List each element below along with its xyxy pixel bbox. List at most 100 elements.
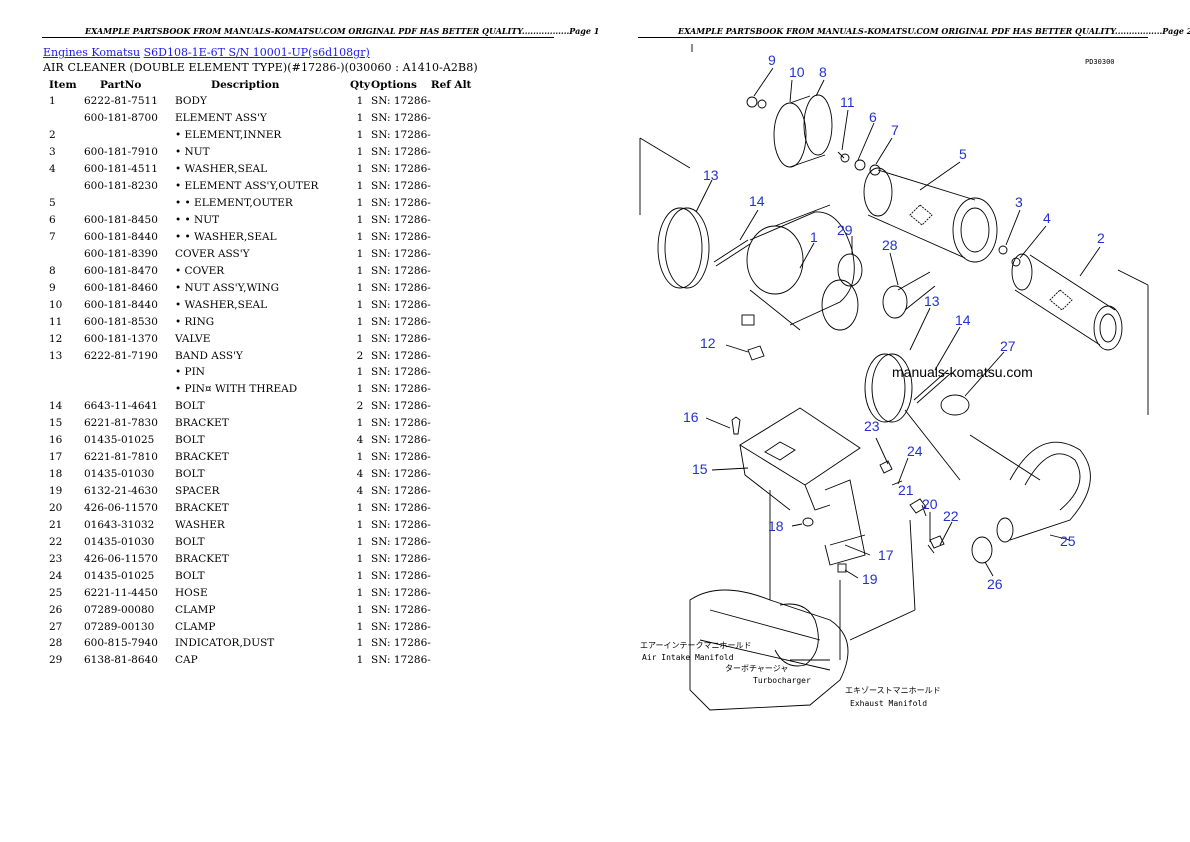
cell-description: COVER ASS'Y: [175, 247, 250, 260]
cell-qty: 1: [356, 654, 364, 667]
breadcrumb: Engines Komatsu S6D108-1E-6T S/N 10001-U…: [43, 46, 370, 59]
cell-options: SN: 17286-: [371, 332, 431, 345]
cell-item: 28: [49, 637, 63, 650]
cell-description: BOLT: [175, 535, 205, 548]
cell-description: BOLT: [175, 400, 205, 413]
cell-qty: 1: [356, 518, 364, 531]
cell-qty: 1: [356, 315, 364, 328]
cell-refalt: [431, 584, 472, 601]
cell-options: SN: 17286-: [371, 214, 431, 227]
cell-qty: 1: [356, 586, 364, 599]
callout-13b: 13: [924, 293, 940, 309]
cell-options: SN: 17286-: [371, 603, 431, 616]
cell-partno: [84, 195, 175, 212]
cell-description: • PIN: [175, 366, 205, 379]
callout-24: 24: [907, 443, 923, 459]
cell-description: • NUT: [175, 146, 210, 159]
cell-options: SN: 17286-: [371, 434, 431, 447]
cell-description: ELEMENT ASS'Y: [175, 112, 267, 125]
cell-partno: 07289-00080: [84, 603, 155, 616]
cell-item: 25: [49, 586, 63, 599]
cell-refalt: [431, 347, 472, 364]
cell-partno: 6222-81-7511: [84, 95, 158, 108]
cell-refalt: [431, 110, 472, 127]
table-header-row: Item PartNo Description Qty Options Ref …: [43, 77, 471, 93]
cell-options: SN: 17286-: [371, 95, 431, 108]
cell-partno: [84, 381, 175, 398]
cell-qty: 2: [356, 349, 364, 362]
cell-refalt: [431, 178, 472, 195]
callout-17: 17: [878, 547, 894, 563]
cell-options: SN: 17286-: [371, 569, 431, 582]
cell-options: SN: 17286-: [371, 197, 431, 210]
cell-qty: 1: [356, 332, 364, 345]
callout-26: 26: [987, 576, 1003, 592]
cell-refalt: [431, 550, 472, 567]
cell-partno: 01435-01030: [84, 535, 155, 548]
cell-item: 16: [49, 434, 63, 447]
cell-item: 2: [49, 129, 56, 142]
cell-refalt: [431, 161, 472, 178]
breadcrumb-link-engines[interactable]: Engines Komatsu: [43, 46, 141, 59]
cell-item: 6: [49, 214, 56, 227]
cell-options: SN: 17286-: [371, 298, 431, 311]
callout-15: 15: [692, 461, 708, 477]
cell-options: SN: 17286-: [371, 366, 431, 379]
cell-options: SN: 17286-: [371, 535, 431, 548]
cell-qty: 4: [356, 468, 364, 481]
cell-partno: 600-181-8450: [84, 214, 158, 227]
label-turbo-jp: ターボチャージャ: [725, 664, 788, 673]
callout-5: 5: [959, 146, 967, 162]
cell-partno: 600-181-1370: [84, 332, 158, 345]
cell-description: • PIN¤ WITH THREAD: [175, 383, 298, 396]
cell-refalt: [431, 381, 472, 398]
cell-description: VALVE: [175, 332, 211, 345]
cell-item: 26: [49, 603, 63, 616]
cell-item: 15: [49, 417, 63, 430]
cell-description: HOSE: [175, 586, 208, 599]
callout-8: 8: [819, 64, 827, 80]
diagram-callouts: 9 10 8 11 6 7 5 13 14 3 4 1 29 28 2 13 1…: [683, 52, 1105, 592]
callout-25: 25: [1060, 533, 1076, 549]
cell-description: • NUT ASS'Y,WING: [175, 281, 280, 294]
cell-options: SN: 17286-: [371, 349, 431, 362]
col-header-partno: PartNo: [100, 79, 142, 91]
callout-28: 28: [882, 237, 898, 253]
label-exhaust-jp: エキゾーストマニホールド: [845, 686, 941, 695]
cell-refalt: [431, 567, 472, 584]
callout-13a: 13: [703, 167, 719, 183]
cell-item: 23: [49, 552, 63, 565]
cell-description: BRACKET: [175, 451, 229, 464]
cell-item: 5: [49, 197, 56, 210]
callout-1: 1: [810, 229, 818, 245]
cell-partno: [84, 364, 175, 381]
cell-refalt: [431, 330, 472, 347]
cell-qty: 1: [356, 637, 364, 650]
cell-options: SN: 17286-: [371, 400, 431, 413]
cell-item: 4: [49, 163, 56, 176]
col-header-options: Options: [371, 79, 417, 91]
cell-qty: 1: [356, 603, 364, 616]
cell-partno: 6643-11-4641: [84, 400, 158, 413]
cell-qty: 1: [356, 112, 364, 125]
callout-10: 10: [789, 64, 805, 80]
cell-partno: 07289-00130: [84, 620, 155, 633]
breadcrumb-link-model[interactable]: S6D108-1E-6T S/N 10001-UP(s6d108gr): [143, 46, 370, 59]
cell-partno: 6221-81-7830: [84, 417, 158, 430]
cell-item: 8: [49, 264, 56, 277]
diagram-code: PD30300: [1085, 58, 1115, 66]
cell-partno: 600-181-8230: [84, 180, 158, 193]
cell-refalt: [431, 212, 472, 229]
cell-description: INDICATOR,DUST: [175, 637, 275, 650]
